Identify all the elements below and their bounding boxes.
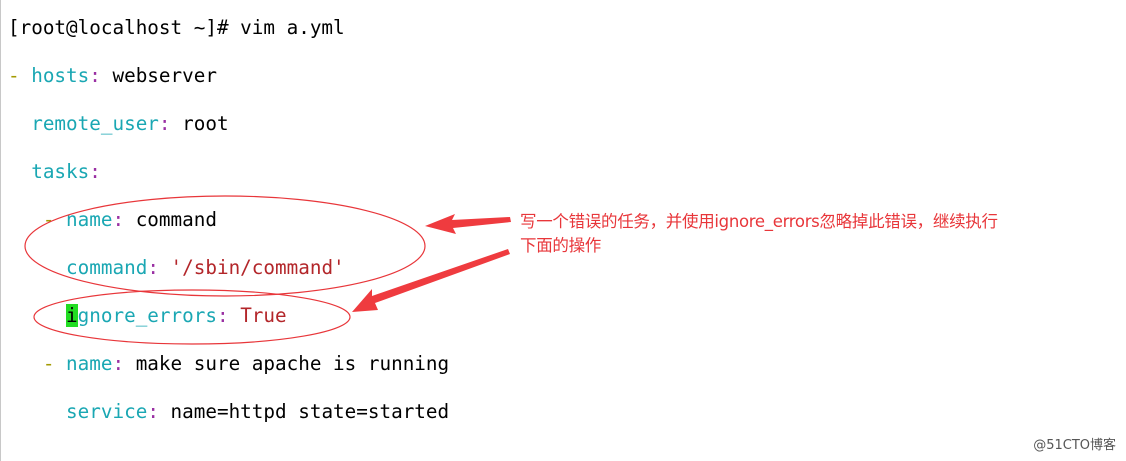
annotation-text-line-2: 下面的操作: [520, 236, 602, 255]
watermark: @51CTO博客: [1033, 438, 1116, 453]
yaml-key-name: name: [66, 352, 113, 375]
yaml-value-ignore-errors: True: [240, 304, 287, 327]
yaml-key-tasks: tasks: [31, 160, 90, 183]
shell-prompt: [root@localhost ~]#: [8, 16, 241, 39]
yaml-colon: :: [112, 352, 125, 375]
annotation-arrow-upper: [425, 214, 511, 234]
yaml-colon: :: [89, 64, 101, 87]
yaml-key-hosts: hosts: [31, 64, 90, 87]
annotation-text: 写一个错误的任务，并使用ignore_errors忽略掉此错误，继续执行 下面的…: [520, 210, 1080, 258]
vim-cursor: i: [66, 304, 78, 327]
yaml-line-service: service: name=httpd state=started: [8, 398, 449, 426]
yaml-value-task1-name: command: [135, 208, 217, 231]
yaml-value-command: '/sbin/command': [170, 256, 345, 279]
yaml-key-service: service: [66, 400, 148, 423]
yaml-key-command: command: [66, 256, 148, 279]
yaml-value-hosts: webserver: [112, 64, 217, 87]
yaml-key-ignore-errors: gnore_errors: [77, 304, 217, 327]
annotation-arrow-lower: [352, 249, 510, 312]
yaml-colon: :: [147, 400, 159, 423]
shell-prompt-line: [root@localhost ~]# vim a.yml: [8, 14, 345, 42]
yaml-line-ignore-errors: ignore_errors: True: [8, 302, 287, 330]
yaml-dash: -: [42, 352, 55, 375]
yaml-value-service: name=httpd state=started: [170, 400, 450, 423]
yaml-colon: :: [147, 256, 159, 279]
yaml-value-remote-user: root: [182, 112, 229, 135]
yaml-line-task2-name: - name: make sure apache is running: [8, 350, 449, 378]
yaml-colon: :: [89, 160, 101, 183]
yaml-key-name: name: [66, 208, 113, 231]
yaml-value-task2-name: make sure apache is running: [135, 352, 450, 375]
yaml-line-hosts: - hosts: webserver: [8, 62, 217, 90]
yaml-line-remote-user: remote_user: root: [8, 110, 229, 138]
yaml-line-task1-name: - name: command: [8, 206, 217, 234]
yaml-dash: -: [8, 64, 20, 87]
yaml-line-task1-command: command: '/sbin/command': [8, 254, 345, 282]
yaml-colon: :: [216, 304, 229, 327]
yaml-line-tasks: tasks:: [8, 158, 101, 186]
annotation-ellipse-task: [24, 195, 426, 297]
shell-command: vim a.yml: [240, 16, 345, 39]
annotation-text-line-1: 写一个错误的任务，并使用ignore_errors忽略掉此错误，继续执行: [520, 212, 998, 231]
yaml-colon: :: [158, 112, 171, 135]
yaml-colon: :: [112, 208, 125, 231]
yaml-key-remote-user: remote_user: [31, 112, 159, 135]
annotation-ellipse-ignore: [33, 289, 351, 345]
yaml-dash: -: [42, 208, 55, 231]
